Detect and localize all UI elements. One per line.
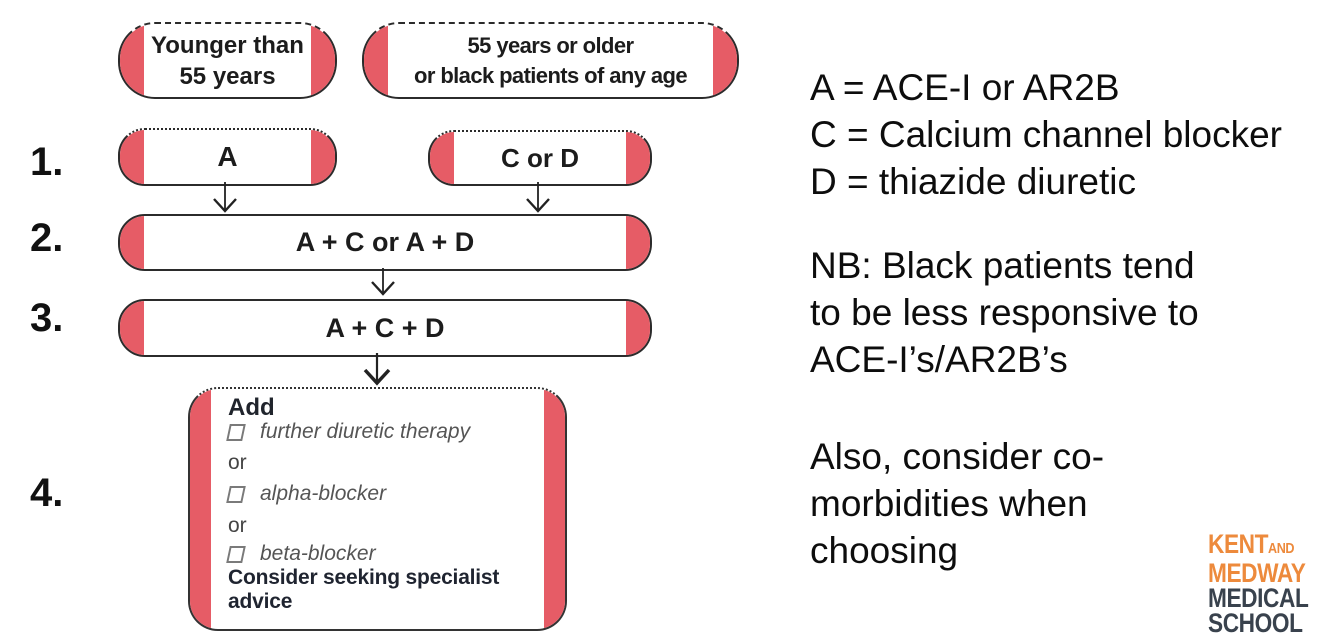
comorbidities-note: Also, consider co- morbidities when choo… xyxy=(810,433,1104,574)
step4-option-beta-blocker: beta-blocker xyxy=(226,542,376,566)
legend-line-d: D = thiazide diuretic xyxy=(810,161,1136,202)
step4-or-1: or xyxy=(228,451,247,474)
arrow-cord-to-step2-icon xyxy=(526,182,550,213)
arrow-step3-to-step4-icon xyxy=(363,353,391,386)
legend-line-c: C = Calcium channel blocker xyxy=(810,114,1282,155)
node-step1-a-label: A xyxy=(217,141,238,172)
node-step3: A + C + D xyxy=(118,299,652,357)
nb-note: NB: Black patients tend to be less respo… xyxy=(810,242,1199,383)
node-younger-line2: 55 years xyxy=(179,62,276,90)
step4-footer-line2: advice xyxy=(228,590,293,613)
node-step1-a: A xyxy=(118,128,337,186)
node-younger-than-55: Younger than 55 years xyxy=(118,22,337,99)
arrow-step2-to-step3-icon xyxy=(371,268,395,296)
checkbox-icon xyxy=(226,545,246,563)
arrow-a-to-step2-icon xyxy=(213,182,237,213)
legend-line-a: A = ACE-I or AR2B xyxy=(810,67,1120,108)
nb-note-line3: ACE-I’s/AR2B’s xyxy=(810,339,1068,380)
node-step2-label: A + C or A + D xyxy=(295,227,475,257)
logo-medical: MEDICAL xyxy=(1208,583,1309,613)
step4-heading: Add xyxy=(228,394,275,421)
step4-or-2: or xyxy=(228,514,247,537)
step-number-2: 2. xyxy=(30,216,64,260)
node-older-line2: or black patients of any age xyxy=(414,62,688,88)
nb-note-line1: NB: Black patients tend xyxy=(810,245,1195,286)
node-step3-label: A + C + D xyxy=(325,312,445,343)
step-number-3: 3. xyxy=(30,296,64,340)
step-number-4: 4. xyxy=(30,471,64,515)
comorbidities-line3: choosing xyxy=(810,530,959,571)
node-step2: A + C or A + D xyxy=(118,214,652,271)
node-step1-c-or-d-label: C or D xyxy=(501,142,579,173)
step4-option-diuretic-label: further diuretic therapy xyxy=(260,420,471,443)
logo-and: AND xyxy=(1268,540,1295,557)
node-55-or-older: 55 years or older or black patients of a… xyxy=(362,22,739,99)
drug-key-legend: A = ACE-I or AR2B C = Calcium channel bl… xyxy=(810,64,1282,205)
node-older-line1: 55 years or older xyxy=(467,32,635,58)
node-step4: Add further diuretic therapy or alpha-bl… xyxy=(188,387,567,631)
step-number-1: 1. xyxy=(30,140,64,184)
step4-option-alpha-blocker: alpha-blocker xyxy=(226,482,387,506)
step4-footer-line1: Consider seeking specialist xyxy=(228,566,500,589)
node-step1-c-or-d: C or D xyxy=(428,130,652,186)
checkbox-icon xyxy=(226,485,246,503)
logo-kent: KENT xyxy=(1208,529,1269,559)
logo-medway: MEDWAY xyxy=(1208,558,1306,588)
comorbidities-line2: morbidities when xyxy=(810,483,1088,524)
nb-note-line2: to be less responsive to xyxy=(810,292,1199,333)
checkbox-icon xyxy=(226,423,246,441)
logo-school: SCHOOL xyxy=(1208,608,1303,635)
comorbidities-line1: Also, consider co- xyxy=(810,436,1105,477)
step4-option-diuretic: further diuretic therapy xyxy=(226,420,471,444)
step4-option-alpha-blocker-label: alpha-blocker xyxy=(260,482,387,505)
kent-medway-medical-school-logo: KENTAND MEDWAY MEDICAL SCHOOL xyxy=(1208,529,1334,635)
step4-option-beta-blocker-label: beta-blocker xyxy=(260,542,376,565)
node-younger-line1: Younger than xyxy=(151,31,304,59)
